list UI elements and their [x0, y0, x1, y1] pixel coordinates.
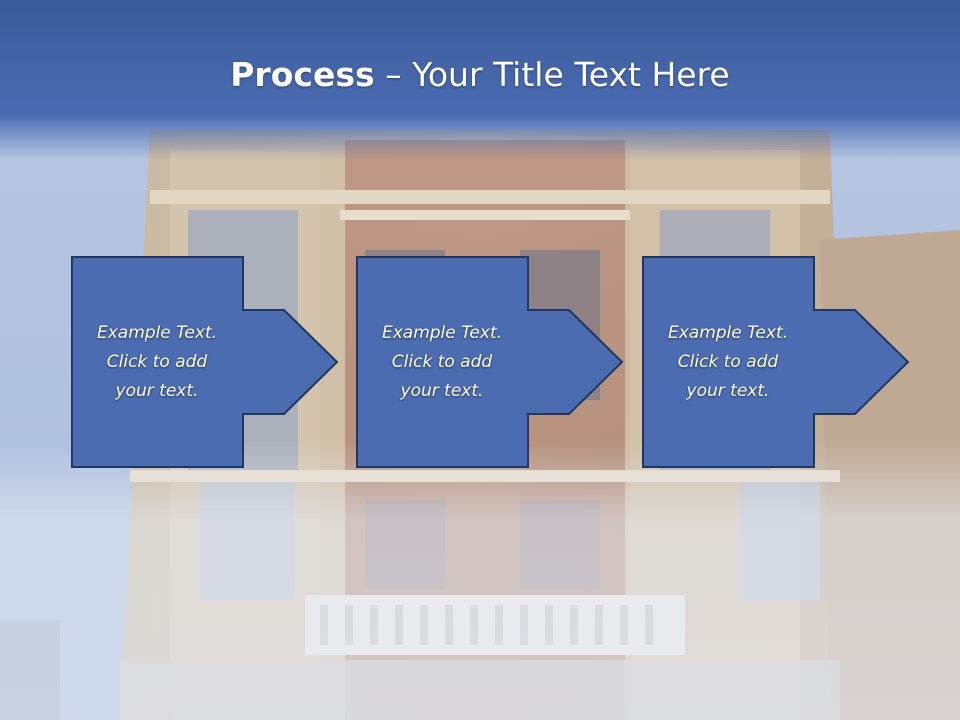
arrow-box-shape	[642, 256, 910, 468]
step-text[interactable]: Example Text. Click to add your text.	[96, 322, 218, 401]
title-bold: Process	[230, 55, 375, 94]
step-text[interactable]: Example Text. Click to add your text.	[381, 322, 503, 401]
title-rest: – Your Title Text Here	[374, 55, 730, 94]
process-step-1[interactable]: Example Text. Click to add your text.	[71, 256, 341, 468]
process-step-3[interactable]: Example Text. Click to add your text.	[642, 256, 912, 468]
title-band	[0, 0, 960, 160]
slide-title[interactable]: Process – Your Title Text Here	[0, 52, 960, 98]
arrow-box-shape	[356, 256, 624, 468]
arrow-box-shape	[71, 256, 339, 468]
process-step-2[interactable]: Example Text. Click to add your text.	[356, 256, 626, 468]
step-text[interactable]: Example Text. Click to add your text.	[667, 322, 789, 401]
